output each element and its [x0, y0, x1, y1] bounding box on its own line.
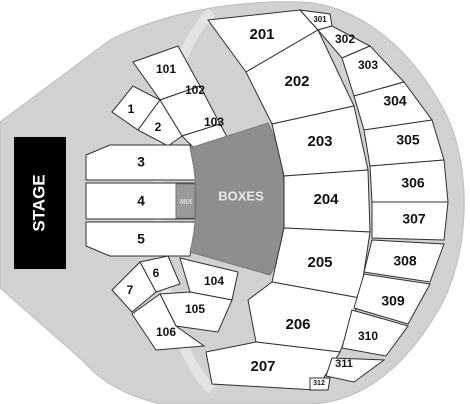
section-308-label: 308 — [393, 253, 417, 269]
section-307[interactable] — [371, 201, 449, 241]
section-105-label: 105 — [185, 302, 205, 316]
section-5-label: 5 — [137, 231, 145, 247]
section-106-label: 106 — [156, 325, 176, 339]
section-304-label: 304 — [383, 93, 407, 109]
section-5[interactable] — [85, 221, 197, 257]
section-201-label: 201 — [249, 26, 274, 43]
section-301-label: 301 — [313, 15, 327, 24]
section-104-label: 104 — [204, 274, 224, 288]
section-303-label: 303 — [358, 58, 378, 72]
section-204-label: 204 — [313, 191, 339, 208]
section-101-label: 101 — [156, 62, 176, 76]
section-305-label: 305 — [396, 132, 420, 148]
section-302-label: 302 — [335, 32, 355, 46]
section-312[interactable] — [309, 377, 331, 391]
section-309[interactable] — [353, 273, 431, 325]
section-311[interactable] — [325, 357, 386, 383]
mix-label: MIX — [180, 199, 193, 206]
section-309-label: 309 — [381, 293, 405, 309]
section-7[interactable] — [111, 261, 157, 313]
section-4-label: 4 — [137, 193, 145, 209]
section-203-label: 203 — [307, 133, 332, 150]
section-308[interactable] — [363, 239, 445, 283]
section-307-label: 307 — [402, 211, 426, 227]
section-202-label: 202 — [284, 73, 309, 90]
stage-label: STAGE — [29, 174, 48, 231]
section-3-label: 3 — [137, 154, 145, 170]
section-310-label: 310 — [358, 329, 378, 343]
section-103-label: 103 — [204, 115, 224, 129]
section-6-label: 6 — [153, 266, 160, 280]
section-312-label: 312 — [313, 380, 325, 387]
stage — [14, 137, 66, 269]
section-102-label: 102 — [185, 83, 205, 97]
section-310[interactable] — [341, 309, 409, 357]
mix-position — [175, 183, 196, 219]
section-311-label: 311 — [335, 358, 353, 370]
section-207-label: 207 — [250, 358, 275, 375]
section-2[interactable] — [137, 99, 183, 147]
section-2-label: 2 — [155, 120, 162, 134]
section-1-label: 1 — [128, 102, 135, 116]
section-306-label: 306 — [401, 175, 425, 191]
section-205-label: 205 — [307, 254, 332, 271]
boxes-label: BOXES — [218, 188, 264, 203]
section-7-label: 7 — [127, 283, 134, 297]
section-106[interactable] — [131, 293, 206, 351]
section-206-label: 206 — [285, 316, 310, 333]
